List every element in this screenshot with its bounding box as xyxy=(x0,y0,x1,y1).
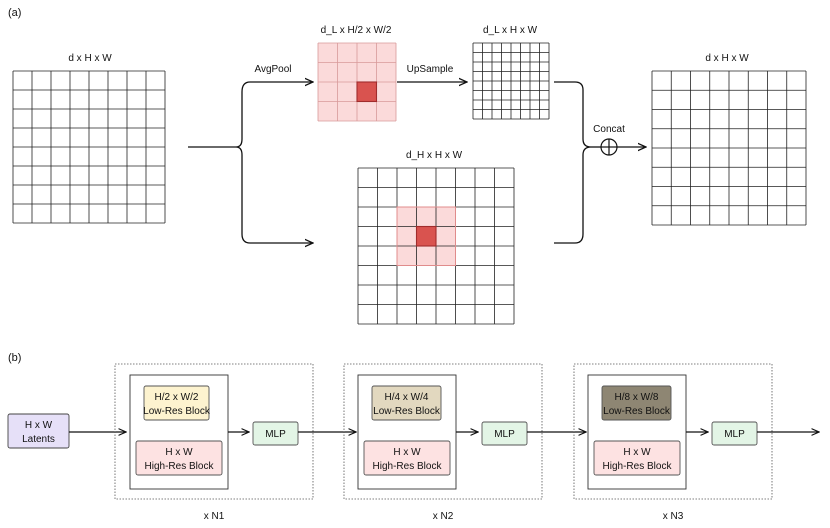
stage-3-high-line1: H x W xyxy=(623,447,651,458)
stage-2-low-line1: H/4 x W/4 xyxy=(385,392,429,403)
stage-3: H/8 x W/8 Low-Res Block H x W High-Res B… xyxy=(573,363,773,522)
stage-2-repeat-label: x N2 xyxy=(433,511,454,522)
stage-2-high-line2: High-Res Block xyxy=(373,461,443,472)
latents-line1: H x W xyxy=(25,420,53,431)
up-dims-label: d_L x H x W xyxy=(483,25,538,36)
stage-1-high-res-block xyxy=(135,440,223,476)
high-dims-label: d_H x H x W xyxy=(406,150,463,161)
stage-3-low-line2: Low-Res Block xyxy=(603,406,671,417)
stage-1-low-line1: H/2 x W/2 xyxy=(155,392,199,403)
low-res-grid xyxy=(317,42,397,122)
stage-1-high-line1: H x W xyxy=(165,447,193,458)
stage-3-repeat-label: x N3 xyxy=(663,511,684,522)
stage-2-high-res-block xyxy=(363,440,451,476)
highlight-cell xyxy=(416,226,436,246)
latents-line2: Latents xyxy=(22,434,55,445)
output-feature-grid xyxy=(651,70,807,226)
stage-3-mlp-label: MLP xyxy=(724,429,745,440)
input-feature-grid xyxy=(12,70,166,224)
stage-1-low-res-block xyxy=(143,385,210,421)
stage-2: H/4 x W/4 Low-Res Block H x W High-Res B… xyxy=(343,363,543,522)
high-res-grid xyxy=(357,167,515,325)
avgpool-label: AvgPool xyxy=(254,64,291,75)
stage-3-high-line2: High-Res Block xyxy=(603,461,673,472)
stage-1: H/2 x W/2 Low-Res Block H x W High-Res B… xyxy=(114,363,314,522)
stage-1-high-line2: High-Res Block xyxy=(145,461,215,472)
upsample-label: UpSample xyxy=(407,64,454,75)
stage-2-low-res-block xyxy=(371,385,442,421)
output-dims-label: d x H x W xyxy=(705,53,749,64)
merge-connector xyxy=(554,81,646,244)
input-dims-label: d x H x W xyxy=(68,53,112,64)
stage-1-low-line2: Low-Res Block xyxy=(143,406,211,417)
highlight-cell xyxy=(357,82,377,102)
stage-1-mlp-label: MLP xyxy=(265,429,286,440)
stage-1-repeat-label: x N1 xyxy=(204,511,225,522)
concat-plus-icon xyxy=(600,138,618,156)
stage-2-low-line2: Low-Res Block xyxy=(373,406,441,417)
stage-3-low-line1: H/8 x W/8 xyxy=(615,392,659,403)
stage-3-low-res-block xyxy=(601,385,672,421)
stage-2-mlp-box xyxy=(481,421,528,446)
stage-3-high-res-block xyxy=(593,440,681,476)
low-dims-label: d_L x H/2 x W/2 xyxy=(321,25,392,36)
stage-2-high-line1: H x W xyxy=(393,447,421,458)
upsampled-grid xyxy=(472,42,550,120)
stage-2-mlp-label: MLP xyxy=(494,429,515,440)
stage-1-mlp-box xyxy=(252,421,299,446)
panel-a-label: (a) xyxy=(8,7,21,19)
stage-3-mlp-box xyxy=(711,421,758,446)
latents-box: H x W Latents xyxy=(7,413,70,449)
panel-b-label: (b) xyxy=(8,352,21,364)
concat-label: Concat xyxy=(593,124,625,135)
split-connector xyxy=(188,82,313,243)
